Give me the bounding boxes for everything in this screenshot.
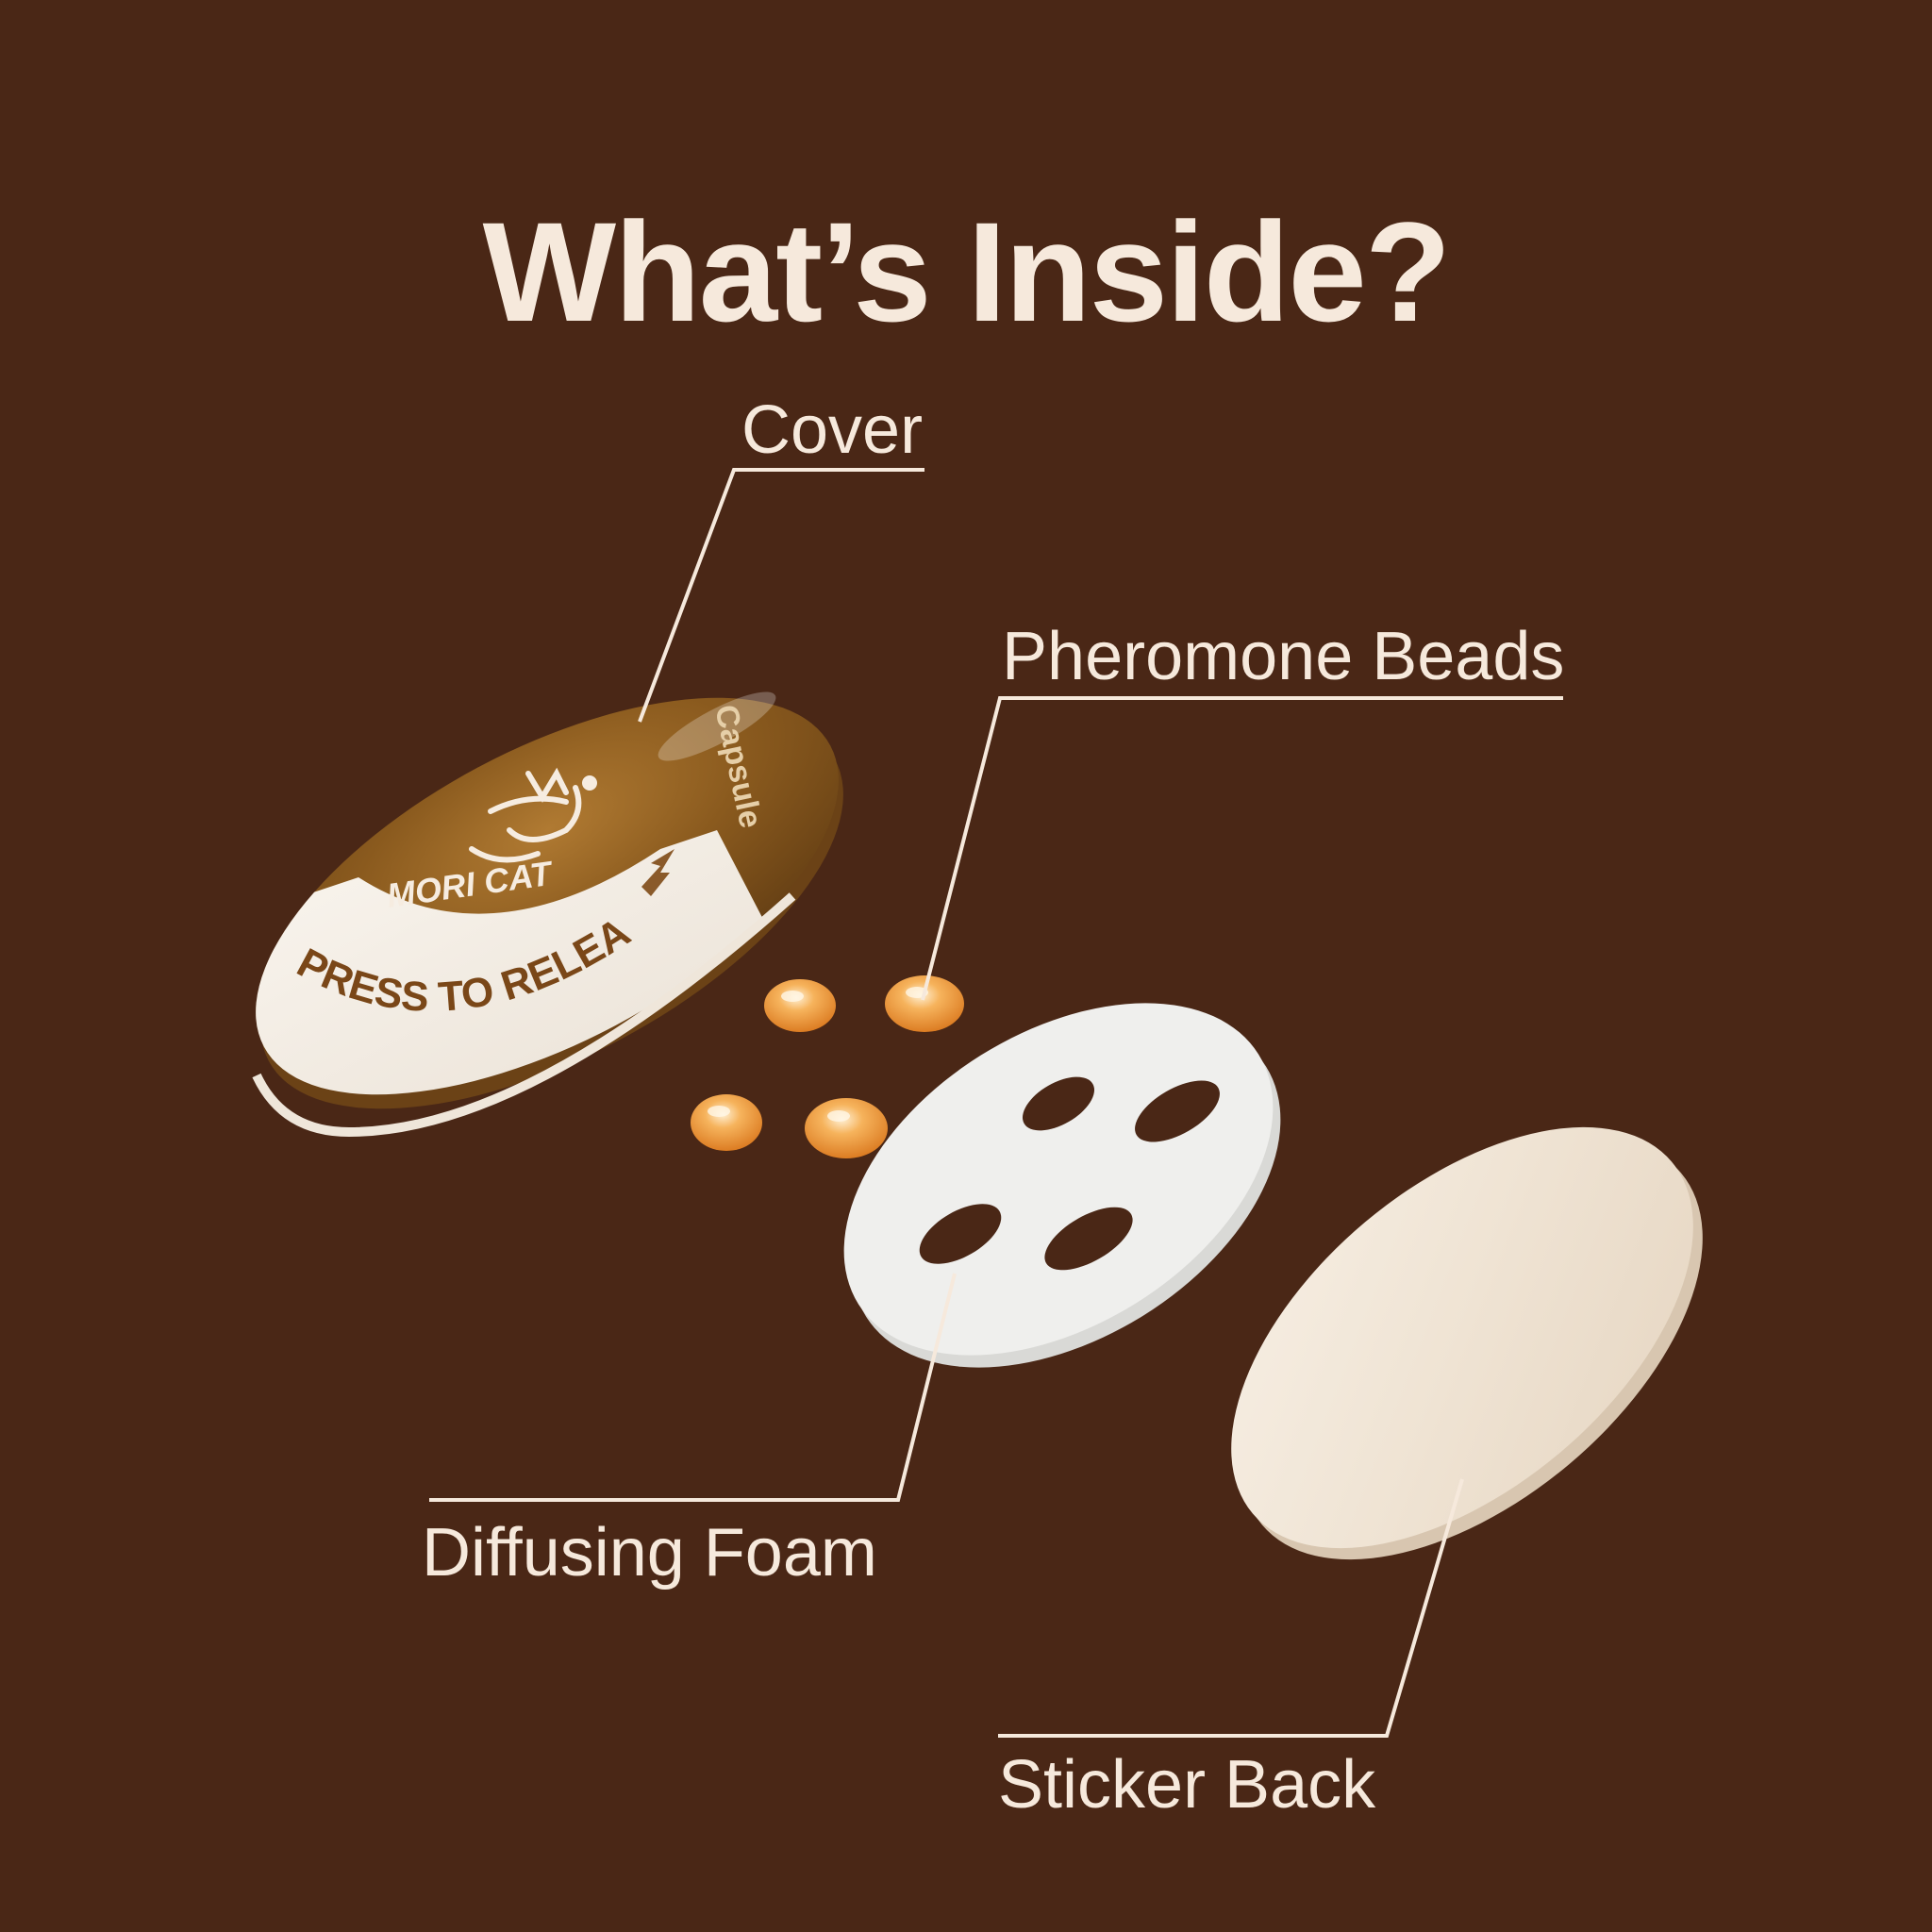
- bead: [805, 1098, 888, 1158]
- label-cover: Cover: [741, 392, 924, 468]
- bead: [764, 979, 836, 1032]
- label-sticker-back: Sticker Back: [998, 1747, 1376, 1823]
- label-diffusing-foam: Diffusing Foam: [422, 1515, 877, 1591]
- bead: [691, 1094, 762, 1151]
- beads-leader-line: [921, 696, 1563, 1001]
- sticker-back-disc: [1231, 1126, 1703, 1560]
- bead: [885, 975, 964, 1032]
- release-arrow-icon: [641, 849, 675, 896]
- mori-cat-logo: [469, 767, 597, 863]
- label-pheromone-beads: Pheromone Beads: [1002, 619, 1565, 694]
- cover-leader-line: [638, 468, 924, 723]
- page-title: What’s Inside?: [482, 192, 1452, 351]
- foam-leader-line: [429, 1273, 957, 1502]
- diffusing-foam-disc: [843, 1003, 1281, 1368]
- pheromone-beads: [691, 975, 964, 1158]
- leader-lines: [429, 468, 1563, 1738]
- back-leader-line: [998, 1478, 1464, 1738]
